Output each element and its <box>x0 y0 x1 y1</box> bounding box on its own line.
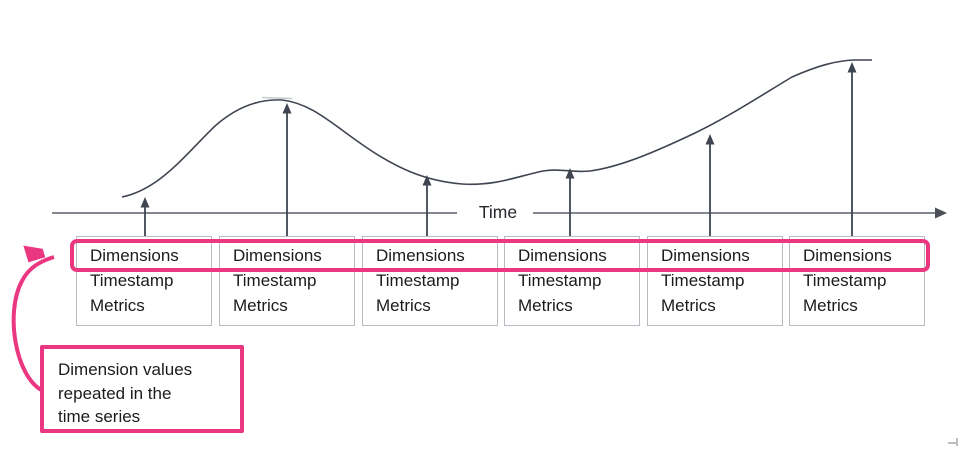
sample-arrow <box>565 168 575 237</box>
record-box-3: Dimensions Timestamp Metrics <box>362 236 498 326</box>
record-box-2: Dimensions Timestamp Metrics <box>219 236 355 326</box>
record-box-6: Dimensions Timestamp Metrics <box>789 236 925 326</box>
axis-arrowhead-icon <box>935 207 947 219</box>
callout-box: Dimension values repeated in the time se… <box>40 345 244 433</box>
callout-line: Dimension values <box>58 360 193 379</box>
record-dimensions-label: Dimensions <box>518 246 607 265</box>
record-dimensions-label: Dimensions <box>233 246 322 265</box>
record-dimensions-label: Dimensions <box>90 246 179 265</box>
record-timestamp-label: Timestamp <box>518 271 602 290</box>
record-box-5: Dimensions Timestamp Metrics <box>647 236 783 326</box>
record-dimensions-label: Dimensions <box>803 246 892 265</box>
record-timestamp-label: Timestamp <box>90 271 174 290</box>
record-timestamp-label: Timestamp <box>376 271 460 290</box>
record-metrics-label: Metrics <box>233 296 288 315</box>
sample-arrow <box>705 134 715 237</box>
sample-arrow <box>422 175 432 237</box>
record-dimensions-label: Dimensions <box>661 246 750 265</box>
curve-overlap-stroke <box>261 96 293 100</box>
callout-line: time series <box>58 407 141 426</box>
callout-line: repeated in the <box>58 383 172 403</box>
record-metrics-label: Metrics <box>518 296 573 315</box>
record-metrics-label: Metrics <box>661 296 716 315</box>
record-box-4: Dimensions Timestamp Metrics <box>504 236 640 326</box>
sample-arrow <box>282 103 292 237</box>
sample-arrow <box>847 62 857 237</box>
sample-arrow <box>140 197 150 237</box>
record-timestamp-label: Timestamp <box>661 271 745 290</box>
record-metrics-label: Metrics <box>376 296 431 315</box>
record-dimensions-label: Dimensions <box>376 246 465 265</box>
callout-arrow <box>11 257 55 393</box>
record-timestamp-label: Timestamp <box>803 271 887 290</box>
record-timestamp-label: Timestamp <box>233 271 317 290</box>
sample-arrows <box>140 62 857 237</box>
artifact-mark <box>948 438 958 446</box>
record-box-1: Dimensions Timestamp Metrics <box>76 236 212 326</box>
record-metrics-label: Metrics <box>803 296 858 315</box>
time-series-curve <box>121 59 872 198</box>
time-axis <box>52 207 947 219</box>
time-axis-label: Time <box>478 202 518 222</box>
record-metrics-label: Metrics <box>90 296 145 315</box>
